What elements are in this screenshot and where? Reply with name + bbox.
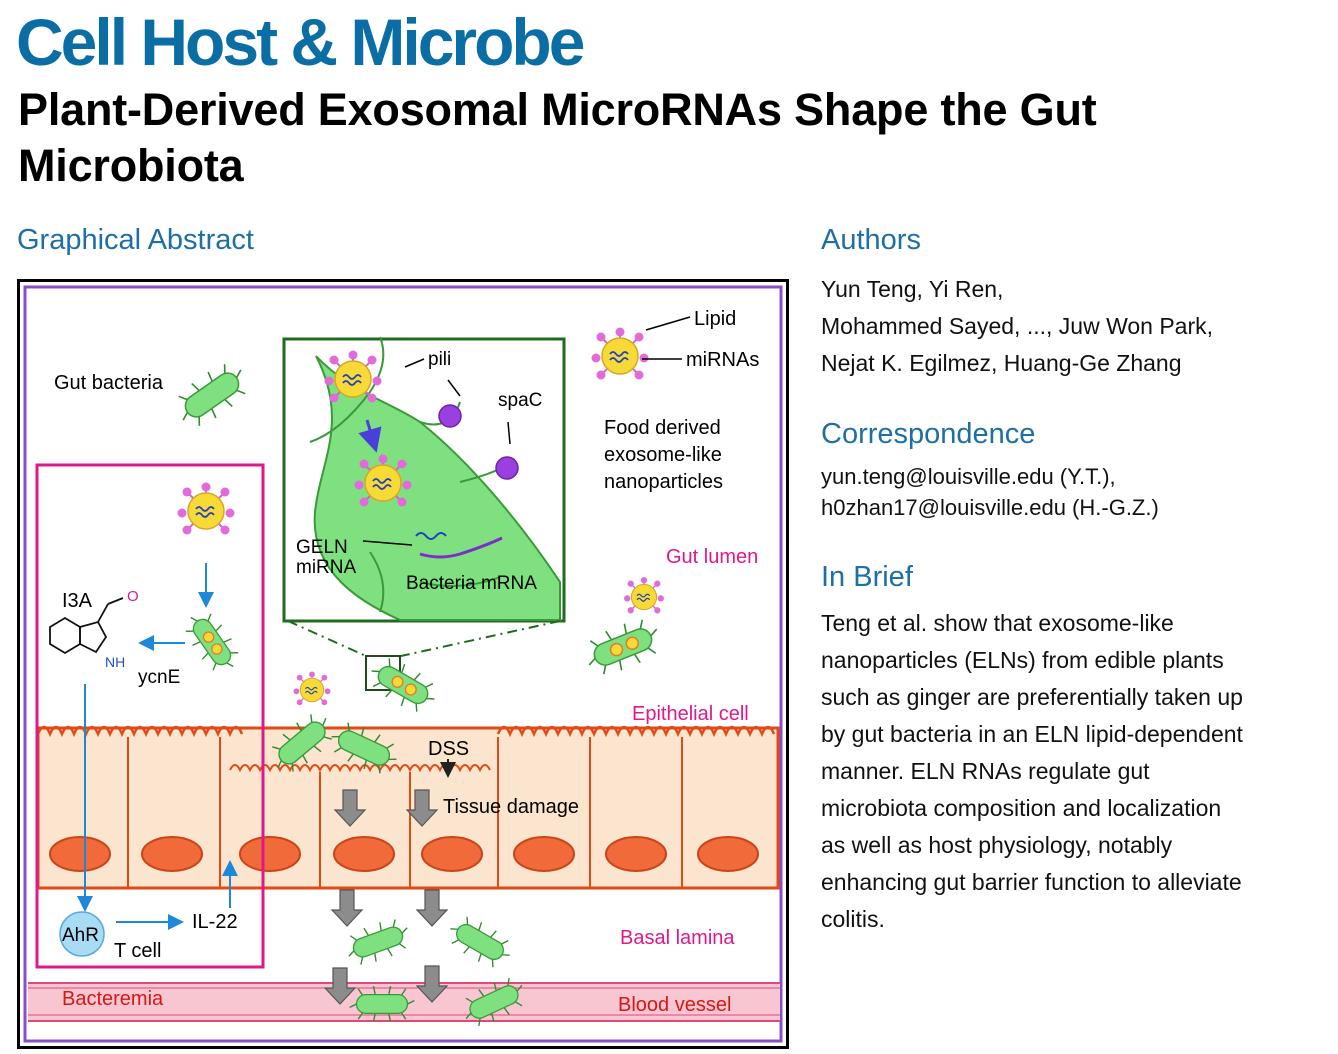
correspondence-email-1[interactable]: yun.teng@louisville.edu (Y.T.), bbox=[821, 464, 1116, 489]
label-tissue-damage: Tissue damage bbox=[443, 796, 579, 818]
in-brief-line: Teng et al. show that exosome-like bbox=[821, 610, 1174, 636]
graphical-abstract-heading: Graphical Abstract bbox=[17, 224, 254, 256]
label-t-cell: T cell bbox=[114, 940, 161, 962]
authors-line-1: Yun Teng, Yi Ren, bbox=[821, 276, 1004, 302]
label-basal-lamina: Basal lamina bbox=[620, 927, 735, 949]
label-il22: IL-22 bbox=[192, 911, 238, 933]
graphical-abstract-figure: pili spaC GELN miRNA Bacteria mRNA Lipid… bbox=[17, 279, 789, 1049]
label-nh: NH bbox=[105, 654, 125, 670]
label-gut-bacteria: Gut bacteria bbox=[54, 372, 164, 394]
correspondence-email-2[interactable]: h0zhan17@louisville.edu (H.-G.Z.) bbox=[821, 495, 1159, 520]
label-epithelial-cell: Epithelial cell bbox=[632, 703, 749, 725]
authors-line-3: Nejat K. Egilmez, Huang-Ge Zhang bbox=[821, 350, 1182, 376]
in-brief-line: as well as host physiology, notably bbox=[821, 832, 1173, 858]
label-mirnas: miRNAs bbox=[686, 349, 759, 371]
label-geln-2: miRNA bbox=[296, 557, 356, 578]
in-brief-heading: In Brief bbox=[821, 561, 913, 593]
label-i3a: I3A bbox=[62, 590, 93, 612]
in-brief-line: manner. ELN RNAs regulate gut bbox=[821, 758, 1150, 784]
label-blood-vessel: Blood vessel bbox=[618, 994, 731, 1016]
epithelial-cell-layer bbox=[36, 725, 780, 890]
label-aldehyde-o: O bbox=[127, 588, 139, 605]
label-bacteria-mrna: Bacteria mRNA bbox=[406, 573, 537, 594]
label-geln-1: GELN bbox=[296, 537, 348, 558]
in-brief-line: by gut bacteria in an ELN lipid-dependen… bbox=[821, 721, 1243, 747]
in-brief-line: microbiota composition and localization bbox=[821, 795, 1222, 821]
journal-name: Cell Host & Microbe bbox=[16, 5, 585, 79]
authors-heading: Authors bbox=[821, 224, 921, 256]
article-title: Plant-Derived Exosomal MicroRNAs Shape t… bbox=[18, 84, 1097, 191]
label-ycne: ycnE bbox=[138, 667, 180, 688]
label-food-1: Food derived bbox=[604, 417, 721, 439]
in-brief-line: enhancing gut barrier function to allevi… bbox=[821, 869, 1242, 895]
label-food-2: exosome-like bbox=[604, 444, 722, 466]
in-brief-line: such as ginger are preferentially taken … bbox=[821, 684, 1243, 710]
label-pili: pili bbox=[428, 349, 451, 370]
indole-structure bbox=[49, 597, 124, 655]
correspondence-heading: Correspondence bbox=[821, 418, 1036, 450]
label-gut-lumen: Gut lumen bbox=[666, 546, 758, 568]
authors-line-2: Mohammed Sayed, ..., Juw Won Park, bbox=[821, 313, 1214, 339]
label-ahr: AhR bbox=[62, 925, 99, 946]
in-brief-line: colitis. bbox=[821, 906, 885, 932]
label-lipid: Lipid bbox=[694, 308, 736, 330]
in-brief-line: nanoparticles (ELNs) from edible plants bbox=[821, 647, 1224, 673]
label-spac: spaC bbox=[498, 390, 542, 411]
label-food-3: nanoparticles bbox=[604, 471, 723, 493]
label-dss: DSS bbox=[428, 738, 469, 760]
label-bacteremia: Bacteremia bbox=[62, 988, 164, 1010]
